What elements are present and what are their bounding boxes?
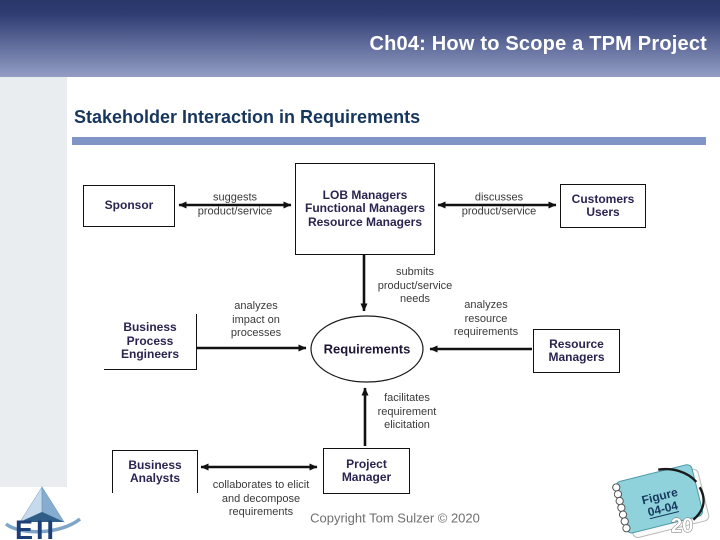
node-project-manager: Project Manager [323,448,410,494]
copyright-text: Copyright Tom Sulzer © 2020 [310,510,480,526]
edge-label-analyzes-impact: analyzes impact on processes [230,299,282,339]
node-business-process-engineers: Business Process Engineers [104,314,197,370]
heading-underline-bar [72,137,706,145]
swoosh-icon [4,517,82,534]
notebook-cover: Figure 04-04 [612,464,710,539]
edge-label-facilitates: facilitates requirement elicitation [377,391,437,431]
content-heading: Stakeholder Interaction in Requirements [74,107,421,127]
node-lob-managers: LOB Managers Functional Managers Resourc… [295,163,435,255]
node-sponsor: Sponsor [83,185,175,227]
header-banner: Ch04: How to Scope a TPM Project [0,0,720,77]
elastic-band-right [692,486,705,521]
edge-label-suggests: suggests product/service [197,191,273,218]
node-customers-users: Customers Users [560,184,646,228]
figure-notebook-graphic: Figure 04-04 20 [612,464,710,539]
left-margin-strip [0,77,67,487]
edge-label-analyzes-resource: analyzes resource requirements [453,298,519,338]
logo-text: EII [15,515,57,540]
edge-label-discusses: discusses product/service [461,191,537,218]
eii-logo: EII [4,485,82,540]
slide-title: Ch04: How to Scope a TPM Project [369,33,707,55]
edge-label-submits: submits product/service needs [377,265,453,305]
requirements-label: Requirements [323,341,411,357]
node-resource-managers: Resource Managers [533,329,620,373]
pyramid-icon [19,485,65,523]
elastic-band-top [658,467,698,483]
node-business-analysts: Business Analysts [112,450,198,493]
requirements-ellipse [310,315,424,383]
arrow-group [178,201,557,471]
spiral-binding [612,483,631,533]
page-number: 20 [671,515,693,537]
edge-label-collaborates: collaborates to elicit and decompose req… [212,478,310,518]
